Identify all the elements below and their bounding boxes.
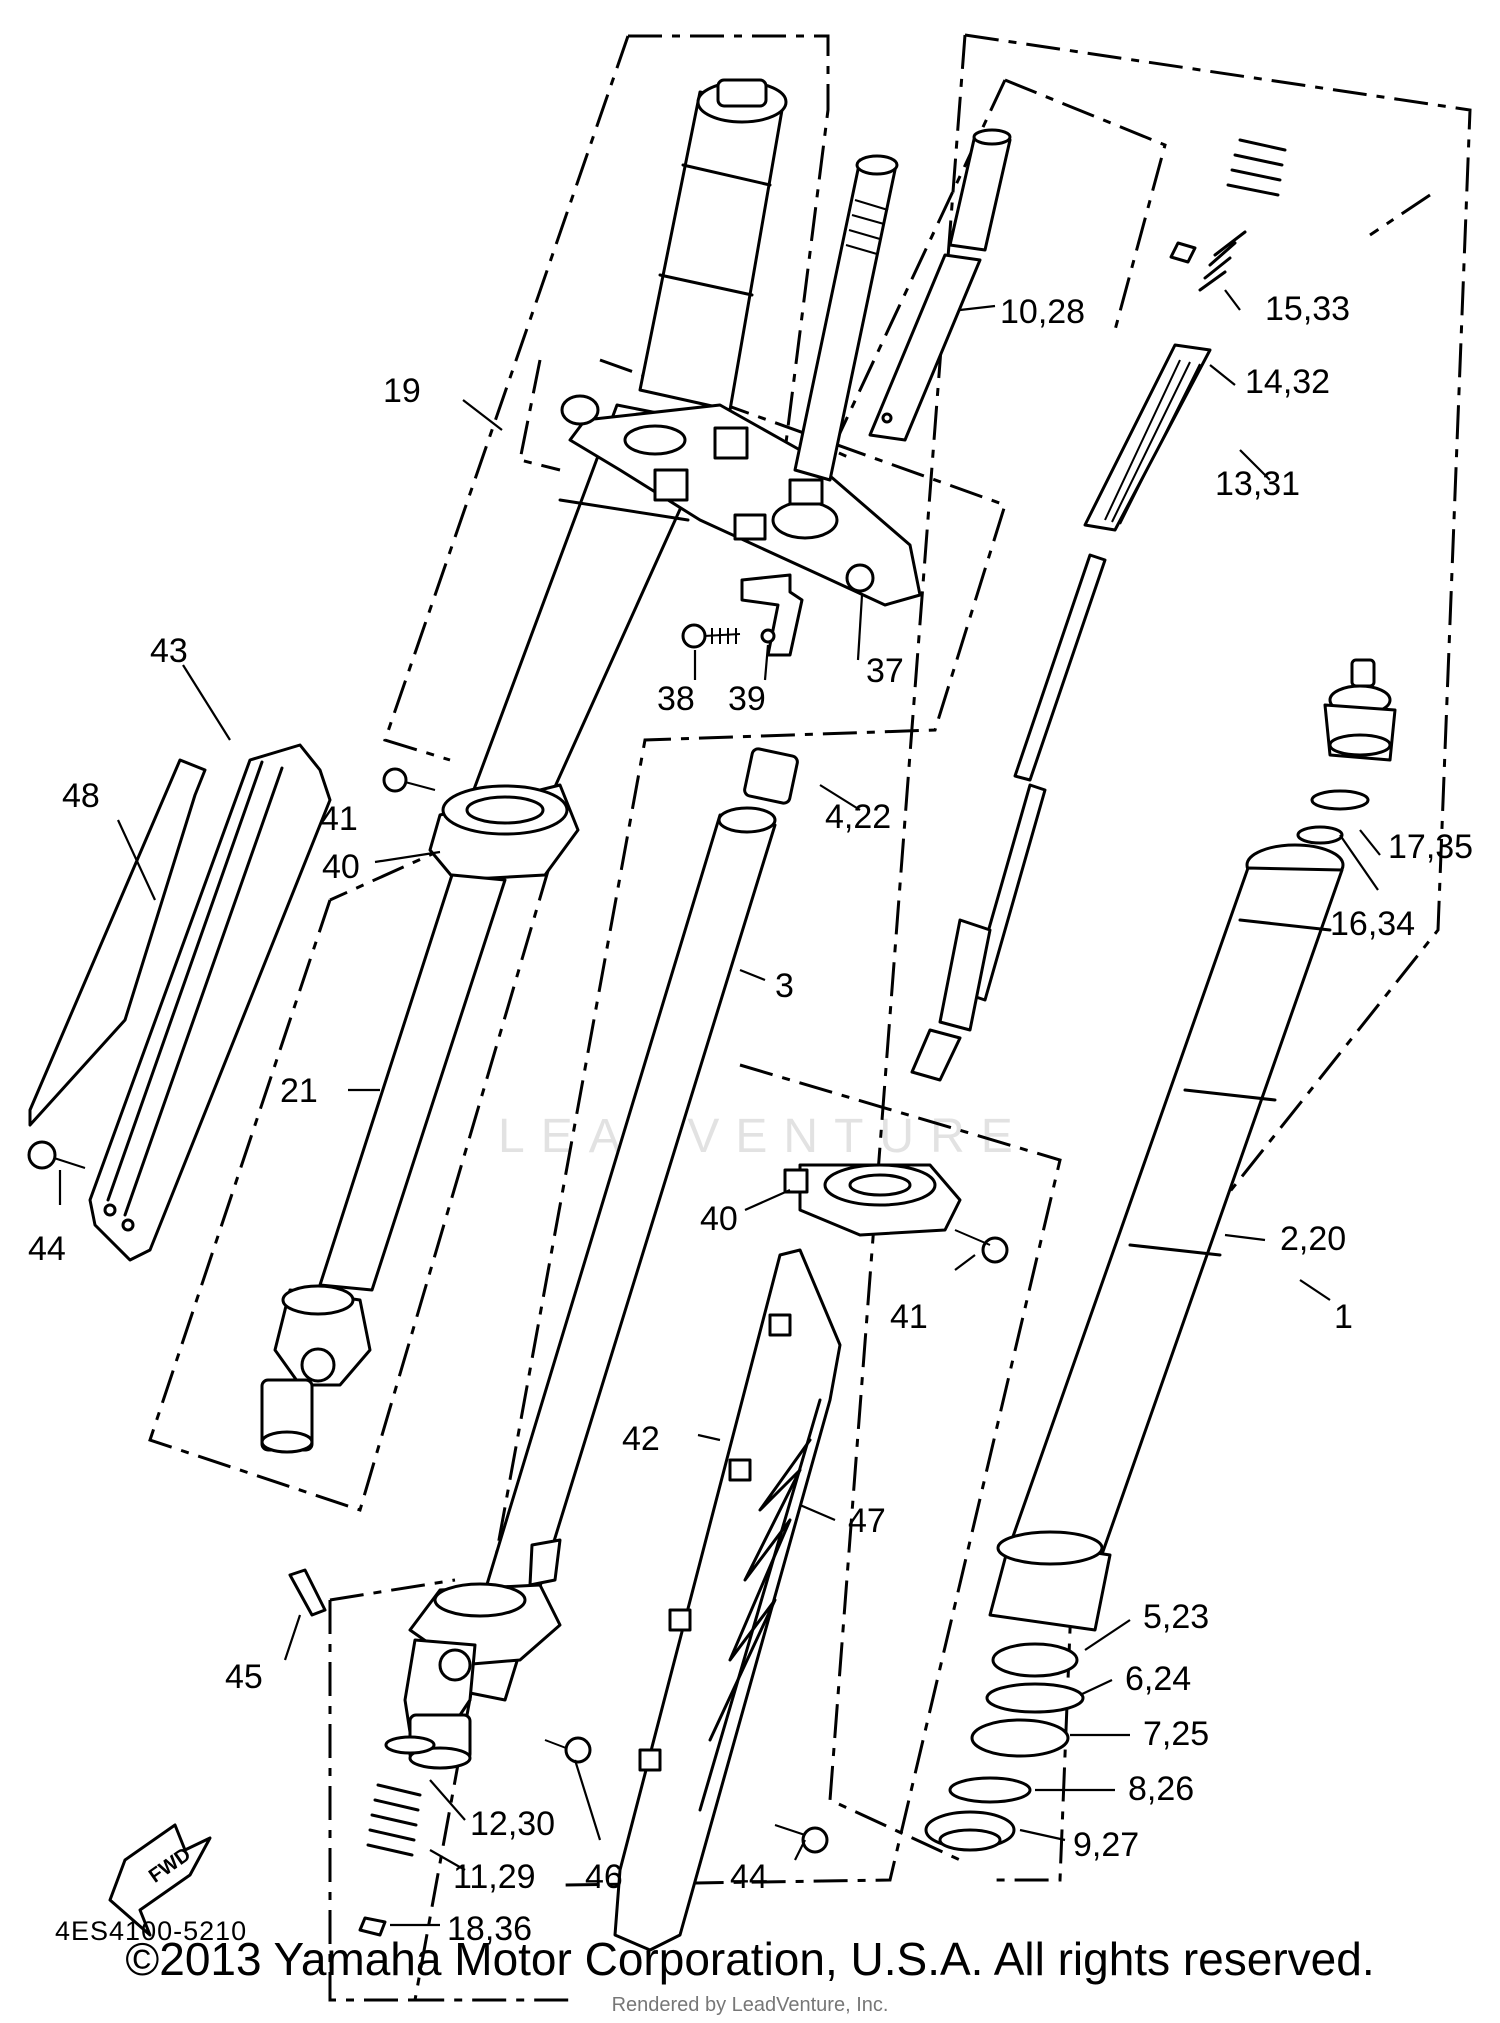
inner-tube-3	[453, 747, 799, 1702]
callout-9-27: 9,27	[1073, 1826, 1139, 1864]
cap-bolt-17-35	[1296, 658, 1397, 845]
callout-21: 21	[280, 1072, 318, 1110]
callout-10-28: 10,28	[1000, 293, 1085, 331]
callout-6-24: 6,24	[1125, 1660, 1191, 1698]
callout-15-33: 15,33	[1265, 290, 1350, 328]
outer-tube-19	[468, 78, 788, 822]
callout-44b: 44	[730, 1858, 768, 1896]
callout-4-22: 4,22	[825, 798, 891, 836]
guard-decal-48	[28, 758, 207, 1127]
callout-46: 46	[585, 1858, 623, 1896]
rendered-by-note: Rendered by LeadVenture, Inc.	[611, 1994, 889, 2016]
callout-2-20: 2,20	[1280, 1220, 1346, 1258]
callout-8-26: 8,26	[1128, 1770, 1194, 1808]
rebound-spring-13-31	[1083, 343, 1212, 532]
callout-19: 19	[383, 372, 421, 410]
damper-cartridge	[910, 553, 1107, 1082]
bolt-44b	[774, 1824, 829, 1854]
callout-7-25: 7,25	[1143, 1715, 1209, 1753]
callout-12-30: 12,30	[470, 1805, 555, 1843]
callout-38: 38	[657, 680, 695, 718]
callout-45: 45	[225, 1658, 263, 1696]
fork-guard-42	[613, 1248, 842, 1952]
callout-40b: 40	[700, 1200, 738, 1238]
callout-41b: 41	[890, 1298, 928, 1336]
callout-37: 37	[866, 652, 904, 690]
damper-rod-10-28	[868, 128, 1012, 442]
spring-15-33	[1169, 138, 1287, 292]
copyright-notice: ©2013 Yamaha Motor Corporation, U.S.A. A…	[125, 1933, 1375, 1985]
bolt-41a	[382, 767, 436, 793]
callout-44a: 44	[28, 1230, 66, 1268]
leader-lines	[58, 289, 1381, 1927]
seal-stack	[924, 1642, 1085, 1852]
callout-13-31: 13,31	[1215, 465, 1300, 503]
bolt-38	[681, 623, 741, 649]
axle-bracket	[403, 1538, 562, 1770]
callout-39: 39	[728, 680, 766, 718]
callout-labels: 1 2,20 3 4,22 5,23 6,24 7,25 8,26 9,27 1…	[28, 290, 1473, 1948]
lower-clamp-40b	[783, 1163, 1009, 1264]
callout-48: 48	[62, 777, 100, 815]
bolt-46	[544, 1736, 592, 1764]
bracket-39	[740, 573, 804, 657]
bolt-44a	[27, 1140, 86, 1170]
callout-16-34: 16,34	[1330, 905, 1415, 943]
lower-clamp-40a	[428, 783, 580, 882]
clip-45	[288, 1568, 327, 1617]
upper-triple-clamp-37	[560, 394, 922, 607]
callout-14-32: 14,32	[1245, 363, 1330, 401]
spring-11-29	[358, 1735, 436, 1937]
steering-stem	[793, 154, 899, 482]
outer-tube-2-20	[988, 843, 1345, 1632]
callout-5-23: 5,23	[1143, 1598, 1209, 1636]
lower-leg-21	[260, 873, 507, 1454]
callout-43: 43	[150, 632, 188, 670]
leadventure-watermark: LEADVENTURE	[498, 1110, 1029, 1163]
callout-47: 47	[848, 1502, 886, 1540]
fwd-arrow-icon: FWD	[108, 1823, 212, 1937]
callout-3: 3	[775, 967, 794, 1005]
fork-guard-43	[88, 743, 332, 1262]
guard-decal-47	[698, 1398, 822, 1812]
callout-17-35: 17,35	[1388, 828, 1473, 866]
callout-1: 1	[1334, 1298, 1353, 1336]
callout-42: 42	[622, 1420, 660, 1458]
callout-41a: 41	[320, 800, 358, 838]
callout-18-36: 18,36	[447, 1910, 532, 1948]
callout-11-29: 11,29	[453, 1858, 536, 1896]
callout-40a: 40	[322, 848, 360, 886]
part-code: 4ES4100-5210	[55, 1916, 247, 1946]
